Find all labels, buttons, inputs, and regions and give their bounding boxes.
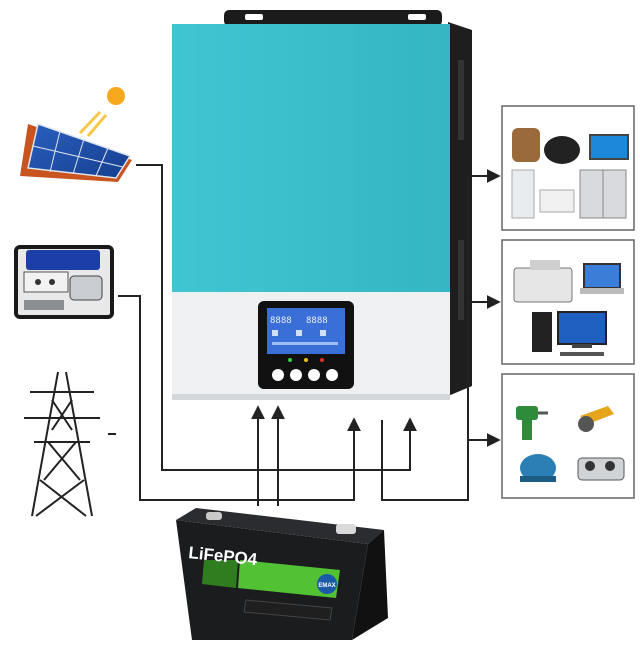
drill bbox=[516, 406, 538, 420]
laptop-base bbox=[580, 288, 624, 294]
inverter-control-panel: 8888 8888 bbox=[258, 301, 354, 389]
handle-slot-left bbox=[245, 14, 263, 20]
pressure-cooker bbox=[512, 128, 540, 162]
load-box-tools bbox=[502, 374, 634, 498]
laptop-screen bbox=[584, 264, 620, 288]
enter-button[interactable] bbox=[326, 369, 338, 381]
lcd-screen bbox=[267, 308, 345, 354]
load-box-appliances bbox=[502, 106, 634, 230]
kettle bbox=[544, 136, 580, 164]
status-led-green bbox=[288, 358, 292, 362]
lcd-readout-left: 8888 bbox=[270, 316, 292, 326]
generator-tank bbox=[26, 250, 100, 270]
air-conditioner bbox=[540, 190, 574, 212]
generator-icon bbox=[16, 247, 112, 317]
status-led-yellow bbox=[304, 358, 308, 362]
status-led-red bbox=[320, 358, 324, 362]
printer bbox=[514, 268, 572, 302]
battery-terminal-negative bbox=[206, 512, 222, 520]
fridge bbox=[512, 170, 534, 218]
down-button[interactable] bbox=[308, 369, 320, 381]
generator-engine bbox=[70, 276, 102, 300]
load-box-office bbox=[502, 240, 634, 364]
sun-icon bbox=[107, 87, 125, 105]
generator-control-panel bbox=[24, 272, 68, 292]
power-tower-icon bbox=[24, 372, 100, 516]
inverter: 8888 8888 bbox=[172, 10, 472, 400]
television bbox=[590, 135, 628, 159]
inverter-front-panel bbox=[172, 24, 450, 292]
air-compressor bbox=[578, 458, 624, 480]
handle-slot-right bbox=[408, 14, 426, 20]
menu-button[interactable] bbox=[272, 369, 284, 381]
battery: LiFePO4 EMAX bbox=[176, 508, 388, 640]
brand-name: EMAX bbox=[318, 583, 335, 589]
monitor bbox=[558, 312, 606, 344]
keyboard bbox=[560, 352, 604, 356]
lcd-readout-right: 8888 bbox=[306, 316, 328, 326]
battery-terminal-positive bbox=[336, 524, 356, 534]
solar-panel bbox=[28, 124, 130, 178]
pc-tower bbox=[532, 312, 552, 352]
solar-panel-icon bbox=[20, 87, 132, 182]
up-button[interactable] bbox=[290, 369, 302, 381]
